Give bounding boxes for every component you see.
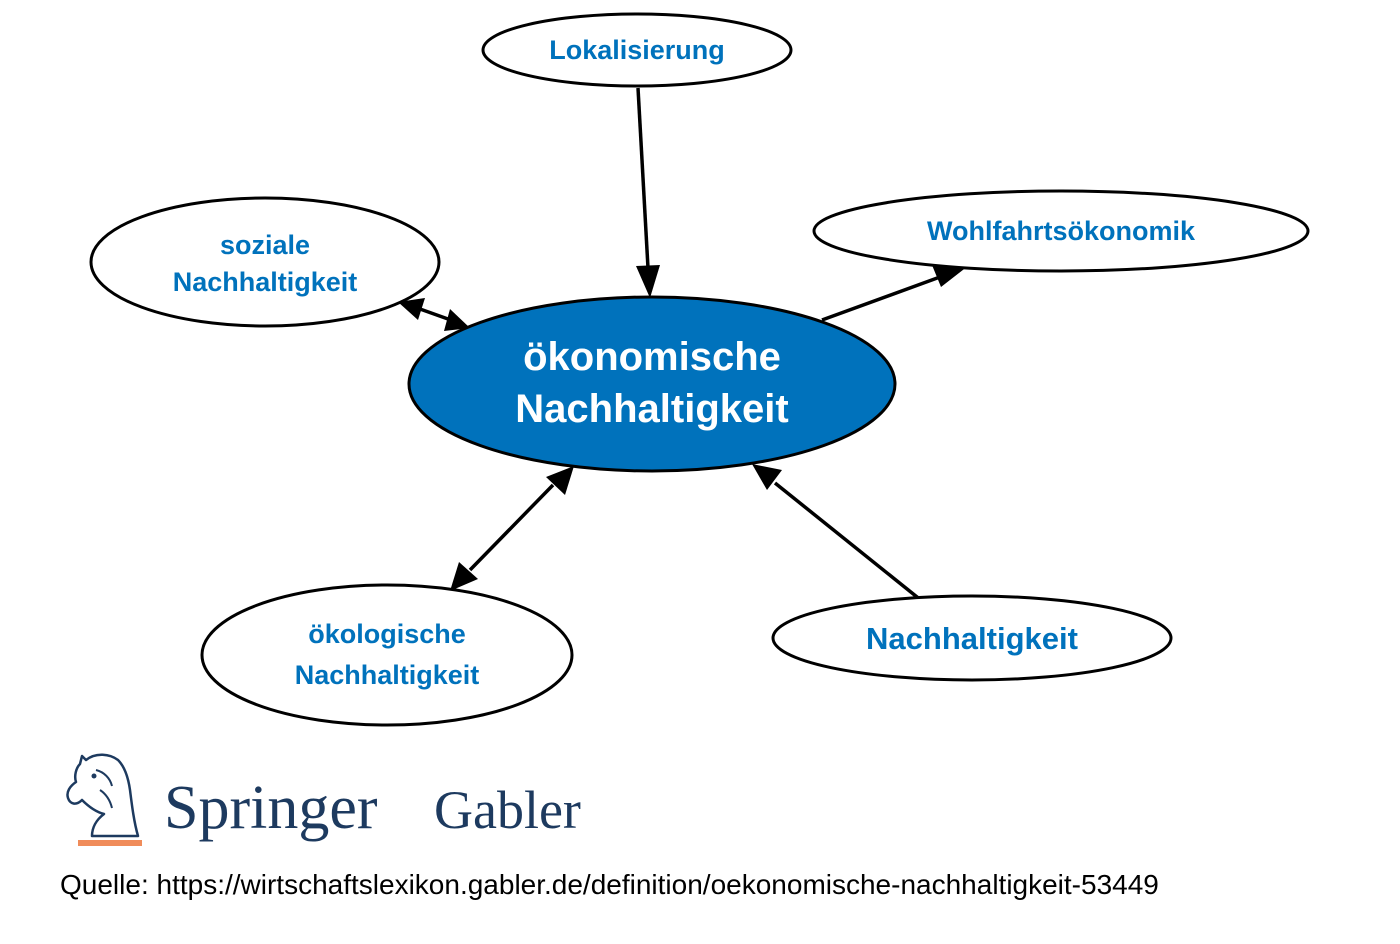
node-oekologische-label-line1: ökologische [308, 619, 466, 649]
source-url-text: Quelle: https://wirtschaftslexikon.gable… [60, 869, 1159, 900]
node-lokalisierung[interactable]: Lokalisierung [481, 12, 793, 88]
logo-word-gabler: Gabler [434, 780, 581, 840]
edge-center-to-wohlfahrt [821, 275, 941, 322]
arrowhead-center-bottom-right [752, 464, 782, 490]
arrowhead-center-soziale [444, 309, 470, 331]
node-oekologische-nachhaltigkeit[interactable]: ökologische Nachhaltigkeit [200, 583, 574, 727]
node-soziale-nachhaltigkeit[interactable]: soziale Nachhaltigkeit [89, 196, 441, 328]
edge-oekologische-center [468, 483, 555, 572]
node-center-label-line1: ökonomische [523, 335, 781, 379]
arrowhead-wohlfahrt [932, 265, 968, 287]
arrowhead-oekologische [450, 562, 478, 591]
springer-gabler-logo: Springer Gabler [66, 753, 581, 846]
arrowhead-center-oekologische [546, 466, 574, 495]
node-soziale-label-line2: Nachhaltigkeit [173, 267, 358, 297]
node-wohlfahrtsoekonomik[interactable]: Wohlfahrtsökonomik [812, 189, 1310, 273]
node-nachhaltigkeit-label: Nachhaltigkeit [866, 621, 1078, 656]
arrowhead-soziale [398, 298, 425, 320]
edge-nachhaltigkeit-to-center [773, 481, 924, 603]
node-oekologische-shape [200, 583, 574, 727]
node-lokalisierung-shape [481, 12, 793, 88]
node-soziale-label-line1: soziale [220, 230, 310, 260]
node-oekologische-label-line2: Nachhaltigkeit [295, 660, 480, 690]
node-lokalisierung-label: Lokalisierung [549, 35, 725, 65]
node-oekonomische-nachhaltigkeit[interactable]: ökonomische Nachhaltigkeit [407, 295, 897, 473]
node-center-label-line2: Nachhaltigkeit [515, 387, 788, 431]
edge-soziale-center [419, 307, 449, 321]
node-nachhaltigkeit-shape [771, 594, 1173, 682]
logo-word-springer: Springer [164, 774, 378, 842]
node-wohlfahrt-label: Wohlfahrtsökonomik [927, 216, 1196, 246]
arrowhead-center-top [636, 265, 660, 298]
node-soziale-shape [89, 196, 441, 328]
node-wohlfahrt-shape [812, 189, 1310, 273]
knight-horse-icon [66, 753, 142, 846]
edges [398, 87, 968, 603]
node-nachhaltigkeit[interactable]: Nachhaltigkeit [771, 594, 1173, 682]
logo-underline [78, 840, 142, 846]
edge-lokalisierung-to-center [636, 87, 650, 269]
node-center-shape [407, 295, 897, 473]
